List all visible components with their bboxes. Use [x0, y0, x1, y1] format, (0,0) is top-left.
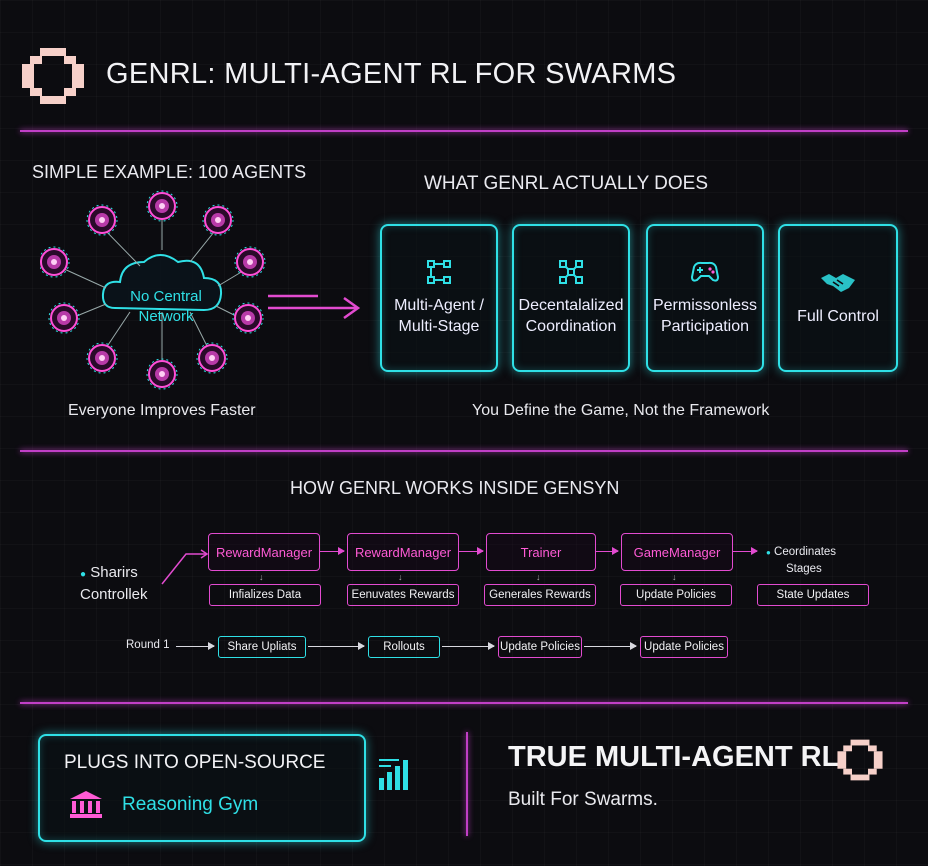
divider [20, 702, 908, 704]
stage-reward-manager-1: RewardManager [208, 533, 320, 571]
round-label: Round 1 [126, 639, 170, 651]
round-arrow [176, 642, 215, 650]
handshake-icon [821, 273, 855, 292]
round-step: Update Policies [498, 636, 582, 658]
page-title: GENRL: MULTI-AGENT RL FOR SWARMS [106, 58, 677, 90]
stage-output: State Updates [757, 584, 869, 606]
down-arrow-icon: ↓ [259, 572, 264, 582]
bullet-icon: ● [80, 569, 87, 580]
open-source-card: PLUGS INTO OPEN-SOURCE Reasoning Gym [38, 734, 366, 842]
controller-label: ● Sharirs Controllek [80, 564, 148, 603]
feature-card-full-control: Full Control [778, 224, 898, 372]
reasoning-gym-label: Reasoning Gym [122, 793, 259, 815]
stage-reward-manager-2: RewardManager [347, 533, 459, 571]
stage-arrow [320, 547, 345, 555]
stage-arrow [733, 547, 758, 555]
genrl-logo-small-icon [836, 738, 884, 787]
vertical-divider [466, 732, 468, 836]
bank-icon [70, 791, 102, 818]
chart-up-icon [377, 754, 409, 797]
tagline-title: TRUE MULTI-AGENT RL [508, 741, 840, 773]
round-arrow [442, 642, 495, 650]
agent-network-diagram [38, 190, 290, 390]
down-arrow-icon: ↓ [672, 572, 677, 582]
bullet-icon: ● [766, 548, 771, 557]
down-arrow-icon: ↓ [536, 572, 541, 582]
arrow-right-icon [266, 290, 362, 325]
network-icon [559, 260, 583, 284]
divider [20, 450, 908, 452]
example-caption: Everyone Improves Faster [68, 402, 256, 419]
down-arrow-icon: ↓ [398, 572, 403, 582]
round-step: Rollouts [368, 636, 440, 658]
features-heading: WHAT GENRL ACTUALLY DOES [424, 173, 709, 194]
round-arrow [308, 642, 365, 650]
feature-card-multi-agent: Multi-Agent / Multi-Stage [380, 224, 498, 372]
stage-output: Update Policies [620, 584, 732, 606]
feature-card-coordination: Decentalalized Coordination [512, 224, 630, 372]
stage-arrow [596, 547, 619, 555]
features-caption: You Define the Game, Not the Framework [472, 402, 770, 419]
stage-trainer: Trainer [486, 533, 596, 571]
workflow-heading: HOW GENRL WORKS INSIDE GENSYN [290, 478, 620, 498]
round-arrow [584, 642, 637, 650]
nodes-icon [427, 260, 451, 284]
gamepad-icon [690, 261, 720, 282]
stage-output: Eenuvates Rewards [347, 584, 459, 606]
round-step: Update Policies [640, 636, 728, 658]
coordinates-label: ● Ceordinates Stages [766, 546, 837, 575]
round-step: Share Upliats [218, 636, 306, 658]
feature-card-permissionless: Permissonless Participation [646, 224, 764, 372]
example-heading: SIMPLE EXAMPLE: 100 AGENTS [32, 162, 307, 182]
stage-output: Generales Rewards [484, 584, 596, 606]
stage-arrow [459, 547, 484, 555]
controller-connector [160, 548, 210, 593]
plugs-heading: PLUGS INTO OPEN-SOURCE [64, 752, 326, 773]
stage-output: Infializes Data [209, 584, 321, 606]
stage-game-manager: GameManager [621, 533, 733, 571]
tagline-subtitle: Built For Swarms. [508, 789, 658, 810]
genrl-logo-icon [20, 46, 86, 111]
divider [20, 130, 908, 132]
network-label: No Central Network [130, 288, 202, 325]
